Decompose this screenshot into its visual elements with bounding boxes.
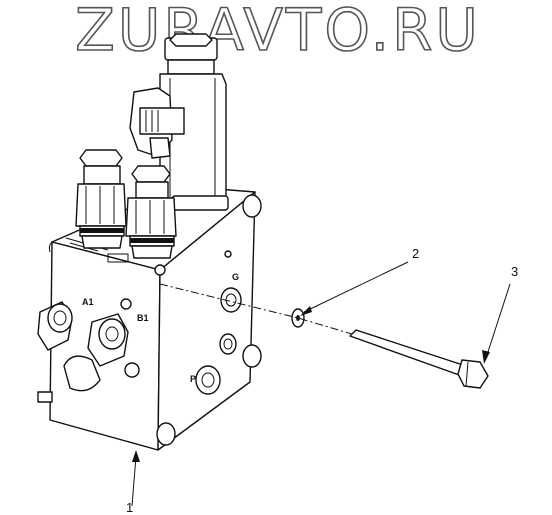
callout-1: 1 xyxy=(126,500,134,515)
elbow-fitting xyxy=(63,355,101,392)
fitting-a1 xyxy=(37,301,73,351)
port-hole xyxy=(120,298,132,310)
mounting-hole xyxy=(154,264,166,276)
solenoid-valve xyxy=(129,33,229,211)
washer xyxy=(291,308,305,328)
stub-fitting xyxy=(37,391,53,403)
fitting-b1 xyxy=(87,313,129,367)
callout-2: 2 xyxy=(412,246,420,261)
port-mark-g: G xyxy=(232,272,240,282)
leader-lines xyxy=(131,261,511,507)
callout-3: 3 xyxy=(511,264,519,279)
cartridge-valve-left xyxy=(75,149,127,249)
bolt xyxy=(349,329,489,389)
centerline xyxy=(159,283,353,335)
watermark-text: ZURAVTO.RU xyxy=(74,0,481,65)
corner-bolts xyxy=(156,194,262,446)
port-mark-a1: A1 xyxy=(82,297,94,307)
port-plugs-right xyxy=(195,250,242,395)
port-hole xyxy=(124,362,140,378)
cartridge-valve-right xyxy=(125,165,177,259)
port-mark-p: P xyxy=(190,374,197,384)
port-mark-b1: B1 xyxy=(137,313,149,323)
